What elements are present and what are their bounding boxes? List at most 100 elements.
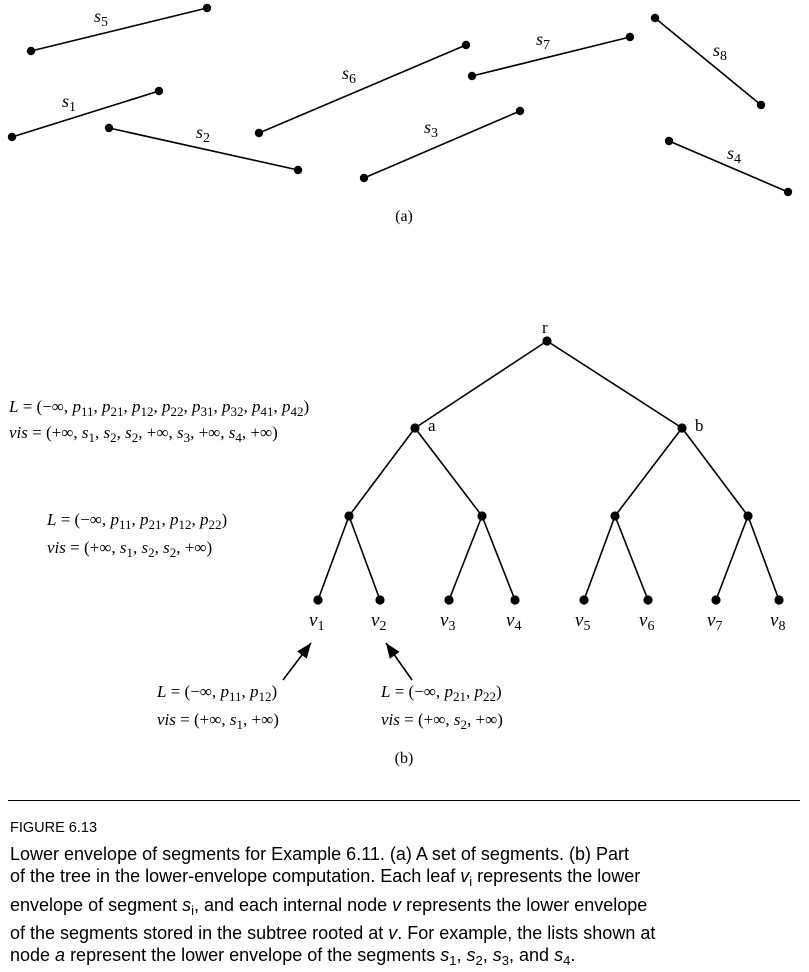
leaf-node	[510, 595, 520, 605]
tree-node-L2	[477, 511, 487, 521]
tree-node-b	[677, 423, 687, 433]
caption-line: of the tree in the lower-envelope comput…	[10, 866, 641, 890]
segment-label: s7	[536, 29, 550, 53]
node-a-visibility-list: vis = (+∞, s1, s2, s2, +∞, s3, +∞, s4, +…	[9, 423, 278, 445]
leaf-label-v4: v4	[506, 610, 521, 634]
tree-edge	[681, 427, 749, 517]
panel-a-caption: (a)	[395, 208, 413, 225]
tree-edge	[448, 515, 483, 601]
segment-endpoint	[202, 3, 212, 13]
tree-edge	[348, 427, 416, 517]
node-b-label: b	[695, 416, 704, 435]
caption-line: envelope of segment si, and each interna…	[10, 894, 648, 918]
segment-label: s4	[727, 143, 741, 167]
segment-label: s2	[196, 122, 210, 146]
segment-s7: s7	[467, 29, 635, 81]
segment-set-panel: s5 s1 s2 s6 s7 s3 s8 s4	[7, 3, 793, 197]
caption-line: Lower envelope of segments for Example 6…	[10, 844, 629, 864]
caption-divider	[8, 800, 800, 801]
arrow-to-v2	[385, 642, 413, 681]
v2-visibility-list: vis = (+∞, s2, +∞)	[381, 710, 503, 732]
caption-line: node a represent the lower envelope of t…	[10, 945, 576, 969]
segment-line	[108, 127, 299, 171]
segment-line	[654, 17, 762, 106]
segment-line	[363, 110, 521, 179]
leaf-label-v3: v3	[440, 610, 455, 634]
panel-b-caption: (b)	[395, 750, 414, 767]
segment-s4: s4	[664, 136, 793, 197]
left-child-envelope-list: L = (−∞, p11, p21, p12, p22)	[46, 510, 227, 532]
tree-node-r	[542, 336, 552, 346]
leaf-label-v6: v6	[639, 610, 654, 634]
tree-edges	[317, 340, 780, 601]
leaf-node	[313, 595, 323, 605]
node-a-label: a	[428, 416, 436, 435]
segment-label: s5	[94, 6, 108, 30]
figure-caption: Lower envelope of segments for Example 6…	[10, 843, 800, 972]
tree-edge	[481, 515, 516, 601]
leaf-node	[774, 595, 784, 605]
leaf-label-v2: v2	[371, 610, 386, 634]
node-a-envelope-list: L = (−∞, p11, p21, p12, p22, p31, p32, p…	[8, 397, 309, 419]
v2-envelope-list: L = (−∞, p21, p22)	[380, 682, 502, 704]
leaf-label-v8: v8	[770, 610, 785, 634]
arrow-to-v1	[282, 642, 312, 681]
segment-s3: s3	[359, 106, 525, 183]
tree-node-R1	[610, 511, 620, 521]
leaf-label-v1: v1	[309, 610, 324, 634]
tree-edge	[546, 340, 683, 429]
segment-endpoint	[515, 106, 525, 116]
segment-label: s6	[342, 63, 356, 87]
segment-endpoint	[293, 165, 303, 175]
tree-edge	[348, 515, 381, 601]
leaf-label-v7: v7	[707, 610, 722, 634]
segment-endpoint	[664, 136, 674, 146]
leaf-label-v5: v5	[575, 610, 590, 634]
tree-edge	[414, 340, 548, 429]
segment-label: s1	[62, 91, 76, 115]
segment-endpoint	[359, 173, 369, 183]
segment-s5: s5	[26, 3, 212, 56]
tree-edge	[614, 515, 649, 601]
leaf-node	[711, 595, 721, 605]
segment-endpoint	[461, 40, 471, 50]
segment-endpoint	[650, 13, 660, 23]
segment-label: s8	[713, 40, 727, 64]
segment-label: s3	[424, 117, 438, 141]
segment-endpoint	[104, 123, 114, 133]
segment-endpoint	[254, 128, 264, 138]
tree-node-L1	[344, 511, 354, 521]
v1-envelope-list: L = (−∞, p11, p12)	[156, 682, 277, 704]
tree-edge	[414, 427, 483, 517]
segment-line	[258, 44, 467, 134]
v1-visibility-list: vis = (+∞, s1, +∞)	[157, 710, 279, 732]
leaf-node	[579, 595, 589, 605]
leaf-node	[375, 595, 385, 605]
segment-line	[30, 7, 208, 52]
caption-line: of the segments stored in the subtree ro…	[10, 922, 656, 943]
segment-endpoint	[756, 100, 766, 110]
segment-s2: s2	[104, 122, 303, 175]
segment-line	[471, 36, 631, 77]
segment-endpoint	[26, 46, 36, 56]
segment-line	[668, 140, 789, 193]
segment-s1: s1	[7, 86, 164, 142]
left-child-visibility-list: vis = (+∞, s1, s2, s2, +∞)	[47, 538, 212, 560]
tree-edge	[747, 515, 780, 601]
segment-endpoint	[467, 71, 477, 81]
leaf-node	[643, 595, 653, 605]
segment-line	[11, 90, 160, 138]
tree-edge	[583, 515, 616, 601]
segment-s8: s8	[650, 13, 766, 110]
tree-edge	[715, 515, 749, 601]
root-label: r	[542, 318, 548, 337]
segment-endpoint	[154, 86, 164, 96]
tree-node-a	[410, 423, 420, 433]
tree-edge	[614, 427, 683, 517]
tree-node-R2	[743, 511, 753, 521]
tree-edge	[317, 515, 350, 601]
segment-endpoint	[7, 132, 17, 142]
figure-label: FIGURE 6.13	[10, 820, 98, 836]
leaf-node	[444, 595, 454, 605]
